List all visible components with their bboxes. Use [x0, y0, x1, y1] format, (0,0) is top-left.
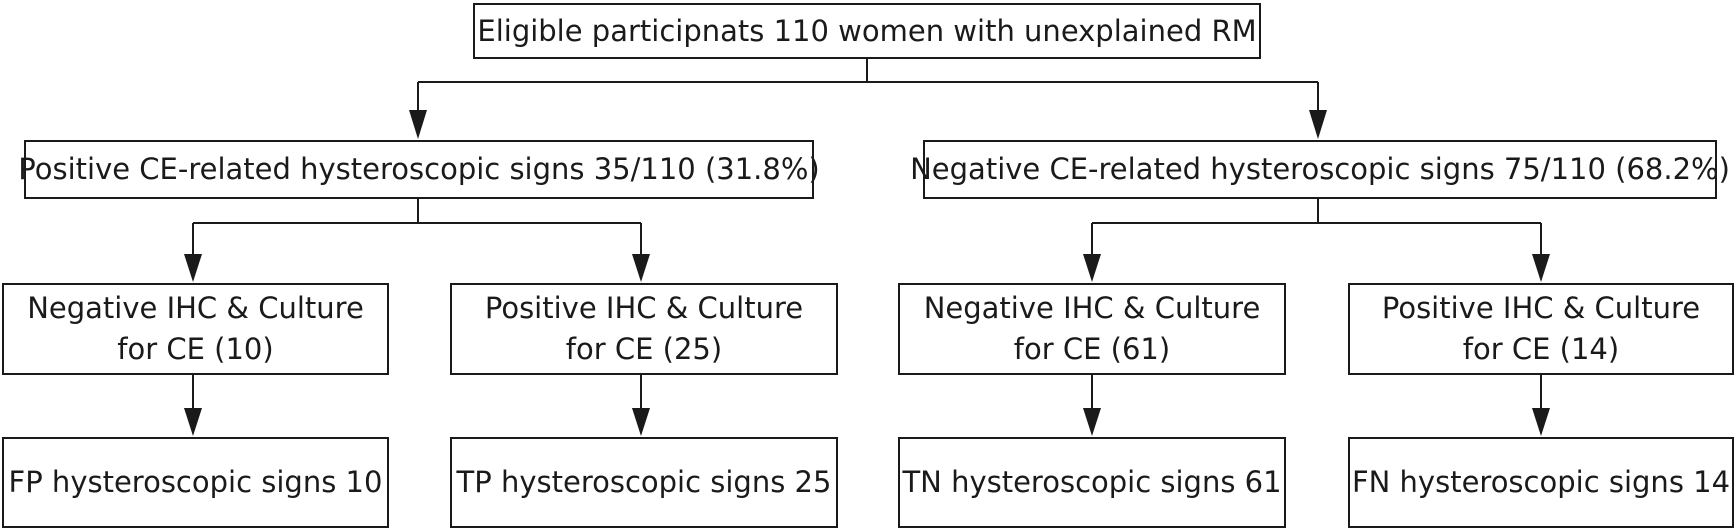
arrowhead-neg-neg-ihc [1083, 254, 1101, 282]
arrowhead-neg-pos-ihc [1532, 254, 1550, 282]
neg-neg-ihc-line2: for CE (61) [1013, 332, 1171, 366]
arrowhead-fp [184, 408, 202, 436]
box-fp-hysteroscopic-signs: FP hysteroscopic signs 10 [2, 437, 389, 528]
pos-pos-ihc-line2: for CE (25) [565, 332, 723, 366]
box-fn-hysteroscopic-signs: FN hysteroscopic signs 14 [1348, 437, 1734, 528]
neg-pos-ihc-line1: Positive IHC & Culture [1381, 291, 1701, 326]
box-negative-hysteroscopic-signs: Negative CE-related hysteroscopic signs … [910, 140, 1730, 199]
arrowhead-pos-pos-ihc [632, 254, 650, 282]
neg-pos-ihc-line2: for CE (14) [1462, 332, 1620, 366]
root-box-text: Eligible participnats 110 women with une… [477, 13, 1257, 48]
box-tp-hysteroscopic-signs: TP hysteroscopic signs 25 [450, 437, 838, 528]
box-positive-branch-negative-ihc: Negative IHC & Culture for CE (10) [2, 283, 389, 375]
fn-text: FN hysteroscopic signs 14 [1351, 465, 1731, 500]
box-negative-branch-negative-ihc: Negative IHC & Culture for CE (61) [898, 283, 1286, 375]
neg-neg-ihc-line1: Negative IHC & Culture [923, 291, 1261, 326]
negative-signs-text: Negative CE-related hysteroscopic signs … [910, 152, 1730, 187]
box-positive-branch-positive-ihc: Positive IHC & Culture for CE (25) [450, 283, 838, 375]
arrowhead-tn [1083, 408, 1101, 436]
tn-text: TN hysteroscopic signs 61 [902, 465, 1282, 500]
arrowhead-negative-signs [1309, 110, 1327, 139]
box-positive-hysteroscopic-signs: Positive CE-related hysteroscopic signs … [18, 140, 820, 199]
fp-text: FP hysteroscopic signs 10 [8, 465, 383, 500]
arrowhead-fn [1532, 408, 1550, 436]
arrowhead-positive-signs [409, 110, 427, 139]
arrowhead-pos-neg-ihc [184, 254, 202, 282]
tp-text: TP hysteroscopic signs 25 [456, 465, 832, 500]
pos-neg-ihc-line1: Negative IHC & Culture [27, 291, 364, 326]
arrowhead-tp [632, 408, 650, 436]
box-tn-hysteroscopic-signs: TN hysteroscopic signs 61 [898, 437, 1286, 528]
pos-neg-ihc-line2: for CE (10) [117, 332, 274, 366]
pos-pos-ihc-line1: Positive IHC & Culture [484, 291, 804, 326]
box-negative-branch-positive-ihc: Positive IHC & Culture for CE (14) [1348, 283, 1734, 375]
positive-signs-text: Positive CE-related hysteroscopic signs … [18, 152, 820, 187]
root-box-eligible-participants: Eligible participnats 110 women with une… [473, 3, 1261, 59]
